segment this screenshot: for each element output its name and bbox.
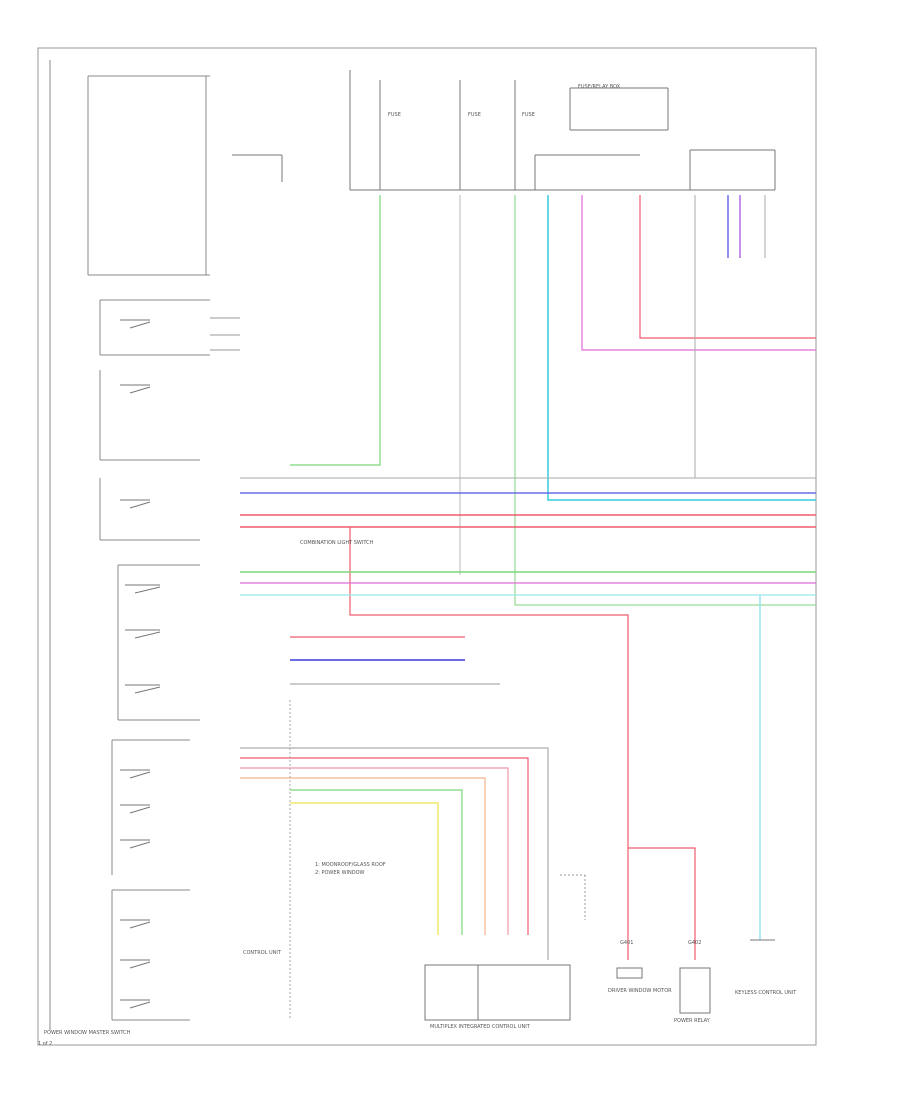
remote-unit-label: KEYLESS CONTROL UNIT [735, 990, 797, 996]
wire-low-yellow [290, 802, 439, 935]
power-relay-box [679, 967, 711, 1014]
connector-stubs [210, 317, 240, 351]
wire-low-gray [240, 747, 549, 960]
fuse-label-1: FUSE [388, 112, 401, 118]
wire-red-3 [628, 847, 696, 960]
ground-1-label: G401 [620, 940, 634, 946]
diagram-frame [37, 47, 817, 1046]
page-indicator: 1 of 2 [38, 1041, 53, 1047]
fuse-label-2: FUSE [468, 112, 481, 118]
left-switch-symbols [120, 319, 161, 1009]
bottom-left-title: POWER WINDOW MASTER SWITCH [44, 1030, 131, 1036]
relay-label: FUSE/RELAY BOX [578, 84, 621, 90]
wire-green-1 [290, 195, 381, 466]
power-relay-label: POWER RELAY [674, 1018, 710, 1024]
mid-note: COMBINATION LIGHT SWITCH [300, 540, 374, 546]
lower-note-1: 1: MOONROOF/GLASS ROOF [315, 862, 386, 868]
wire-cyan-1 [547, 195, 816, 501]
driver-window-box [616, 967, 643, 979]
wire-low-red [240, 757, 529, 935]
ground-2-label: G402 [688, 940, 702, 946]
wire-low-pink [240, 767, 509, 935]
wire-low-green [290, 789, 463, 935]
control-unit-label: CONTROL UNIT [243, 950, 281, 956]
wire-red-2 [349, 527, 629, 960]
top-fuse-box [232, 70, 776, 191]
left-switch-group [49, 60, 210, 1030]
driver-window-label: DRIVER WINDOW MOTOR [608, 988, 672, 994]
component-box-label: MULTIPLEX INTEGRATED CONTROL UNIT [430, 1024, 530, 1030]
wire-red-1 [639, 195, 816, 339]
wire-magenta-1 [581, 195, 816, 351]
wire-low-orange [240, 777, 486, 935]
fuse-label-3: FUSE [522, 112, 535, 118]
lower-note-2: 2: POWER WINDOW [315, 870, 365, 876]
component-box [424, 964, 571, 1021]
